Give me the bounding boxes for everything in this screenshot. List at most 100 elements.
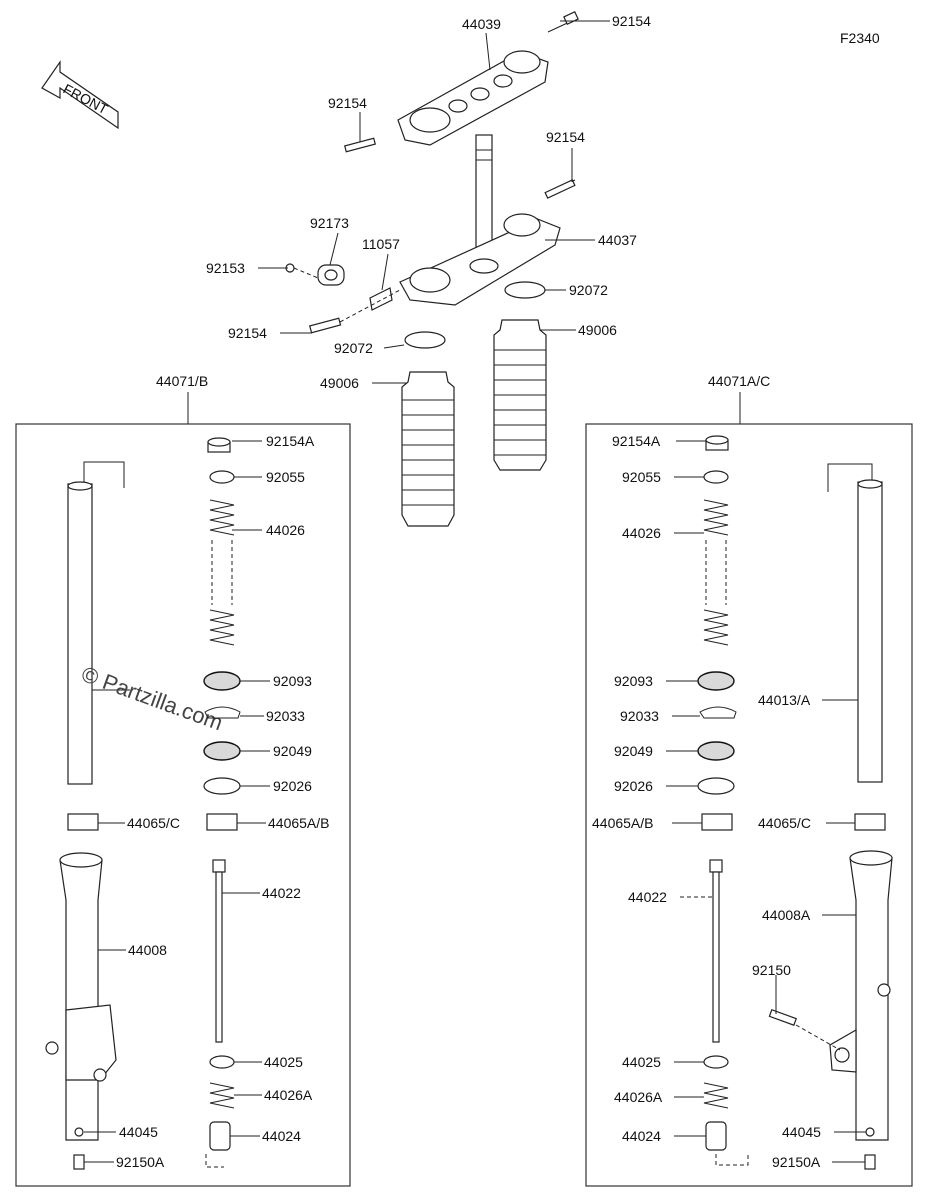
label-44026a: 44026A <box>264 1087 313 1103</box>
spring-icon <box>209 499 235 646</box>
label-92154: 92154 <box>546 129 585 145</box>
bushing-icon <box>854 813 886 831</box>
label-11057: 11057 <box>362 236 400 252</box>
bushing-icon <box>206 813 238 831</box>
seal-icon <box>697 671 735 691</box>
washer-icon <box>697 777 735 795</box>
bolt-icon <box>308 317 342 334</box>
fork-cap-bolt-icon <box>207 437 231 453</box>
label-92049: 92049 <box>614 743 653 759</box>
label-92150a: 92150A <box>116 1154 165 1170</box>
label-92153: 92153 <box>206 260 245 276</box>
label-92033: 92033 <box>620 708 659 724</box>
label-92055: 92055 <box>622 469 661 485</box>
spring-icon <box>703 499 729 646</box>
inner-tube-icon <box>827 463 883 783</box>
label-44065-c: 44065/C <box>758 815 811 831</box>
washer-icon <box>865 1127 875 1137</box>
label-92154a: 92154A <box>612 433 661 449</box>
hose-clamp-icon <box>404 331 446 349</box>
label-44065-ab: 44065A/B <box>592 815 654 831</box>
label-44024: 44024 <box>262 1128 301 1144</box>
label-92093: 92093 <box>273 673 312 689</box>
circlip-icon <box>204 706 241 719</box>
oil-seal-icon <box>697 741 735 761</box>
fork-cap-bolt-icon <box>705 435 729 451</box>
label-49006: 49006 <box>320 375 359 391</box>
watermark: © Partzilla.com <box>78 661 226 735</box>
o-ring-icon <box>703 470 729 484</box>
clamp-icon <box>317 264 345 286</box>
label-44022: 44022 <box>628 889 667 905</box>
hose-clamp-icon <box>504 281 546 299</box>
label-44039: 44039 <box>462 16 501 32</box>
label-44022: 44022 <box>262 885 301 901</box>
plate-icon <box>369 287 393 311</box>
label-44065-ab: 44065A/B <box>268 815 330 831</box>
seal-icon <box>203 671 241 691</box>
label-92049: 92049 <box>273 743 312 759</box>
lower-bracket-icon <box>399 213 561 306</box>
outer-tube-icon <box>829 850 893 1141</box>
label-44025: 44025 <box>264 1054 303 1070</box>
ring-icon <box>209 1055 235 1069</box>
fork-boot-icon <box>493 319 547 471</box>
label-92154: 92154 <box>612 13 651 29</box>
label-92033: 92033 <box>266 708 305 724</box>
front-arrow-icon: FRONT <box>41 60 119 130</box>
front-label: FRONT <box>61 81 111 118</box>
washer-icon <box>74 1127 84 1137</box>
label-92154a: 92154A <box>266 433 315 449</box>
label-92072: 92072 <box>569 282 608 298</box>
washer-icon <box>203 777 241 795</box>
label-44065-c: 44065/C <box>127 815 180 831</box>
label-44037: 44037 <box>598 232 637 248</box>
label-44026: 44026 <box>266 522 305 538</box>
label-44024: 44024 <box>622 1128 661 1144</box>
bolt-icon <box>768 1008 798 1026</box>
label-44026: 44026 <box>622 525 661 541</box>
stopper-icon <box>209 1121 231 1151</box>
left-group-box <box>15 423 351 1187</box>
circlip-icon <box>699 706 737 719</box>
figure-code: F2340 <box>840 30 880 46</box>
stopper-icon <box>705 1121 727 1151</box>
label-44013-a: 44013/A <box>758 692 811 708</box>
right-group-box <box>585 423 913 1187</box>
label-44025: 44025 <box>622 1054 661 1070</box>
label-92154: 92154 <box>228 325 267 341</box>
upper-bracket-icon <box>397 50 549 146</box>
label-92072: 92072 <box>334 340 373 356</box>
inner-tube-icon <box>67 461 125 785</box>
o-ring-icon <box>209 470 235 484</box>
label-92150: 92150 <box>752 962 791 978</box>
label-44008: 44008 <box>128 942 167 958</box>
label-92093: 92093 <box>614 673 653 689</box>
drain-bolt-icon <box>864 1154 876 1170</box>
label-92026: 92026 <box>273 778 312 794</box>
label-44045: 44045 <box>119 1124 158 1140</box>
label-92154: 92154 <box>328 95 367 111</box>
drain-bolt-icon <box>73 1154 85 1170</box>
label-44026a: 44026A <box>614 1089 663 1105</box>
damper-rod-icon <box>212 859 226 1043</box>
label-49006: 49006 <box>578 322 617 338</box>
label-44045: 44045 <box>782 1124 821 1140</box>
spring-icon <box>703 1082 729 1109</box>
spring-icon <box>209 1082 235 1109</box>
right-group-title: 44071A/C <box>708 373 770 389</box>
oil-seal-icon <box>203 741 241 761</box>
ring-icon <box>703 1055 729 1069</box>
label-44008a: 44008A <box>762 907 811 923</box>
bushing-icon <box>67 813 99 831</box>
outer-tube-icon <box>45 852 117 1141</box>
label-92026: 92026 <box>614 778 653 794</box>
label-92150a: 92150A <box>772 1154 821 1170</box>
label-92055: 92055 <box>266 469 305 485</box>
damper-rod-icon <box>709 859 723 1043</box>
bushing-icon <box>701 813 733 831</box>
left-group-title: 44071/B <box>156 373 208 389</box>
label-92173: 92173 <box>310 215 349 231</box>
fork-boot-icon <box>401 371 455 527</box>
